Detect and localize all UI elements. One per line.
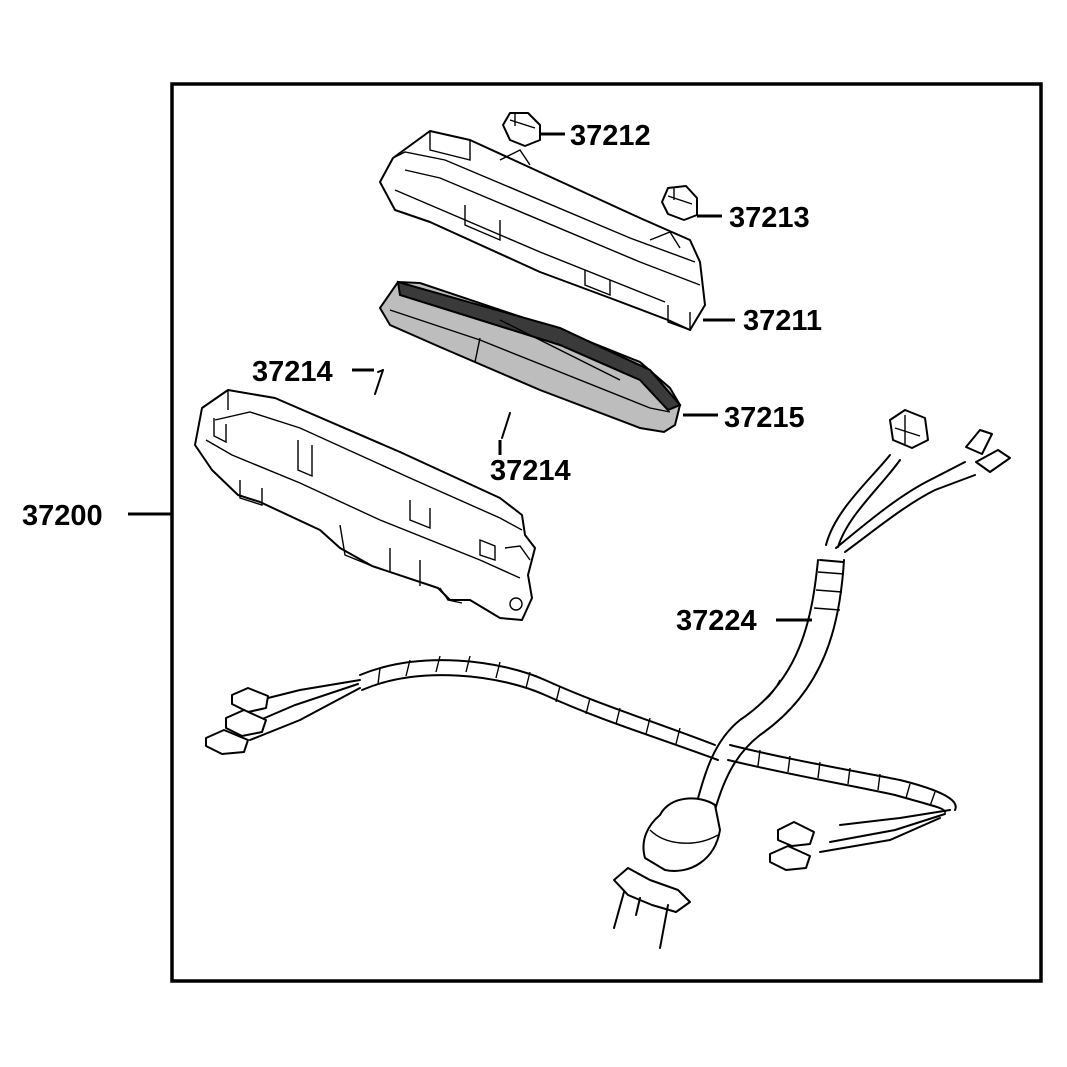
- callout-37224: 37224: [676, 605, 812, 637]
- callout-37211: 37211: [703, 305, 822, 337]
- upper-case-part: [379, 130, 706, 331]
- callout-37215: 37215: [683, 402, 805, 434]
- callout-37213: 37213: [697, 202, 810, 234]
- button-37213-part: [661, 185, 698, 221]
- label-37200: 37200: [22, 500, 103, 532]
- label-37215: 37215: [724, 402, 805, 434]
- screw-upper-part: [374, 369, 384, 395]
- label-37214-lower: 37214: [490, 455, 571, 487]
- callout-37214-lower: 37214: [490, 440, 571, 487]
- wire-harness-part: [205, 409, 1011, 949]
- lens-gasket-part: [378, 280, 682, 434]
- screw-lower-part: [501, 412, 511, 439]
- button-37212-part: [502, 112, 541, 147]
- callout-37212: 37212: [540, 120, 651, 152]
- callout-37200: 37200: [22, 500, 172, 532]
- label-37211: 37211: [743, 305, 822, 337]
- label-37224: 37224: [676, 605, 757, 637]
- assembly-frame: [170, 82, 1043, 983]
- callout-37214-upper: 37214: [252, 356, 374, 388]
- label-37214-upper: 37214: [252, 356, 333, 388]
- label-37212: 37212: [570, 120, 651, 152]
- lower-case-part: [194, 389, 536, 621]
- label-37213: 37213: [729, 202, 810, 234]
